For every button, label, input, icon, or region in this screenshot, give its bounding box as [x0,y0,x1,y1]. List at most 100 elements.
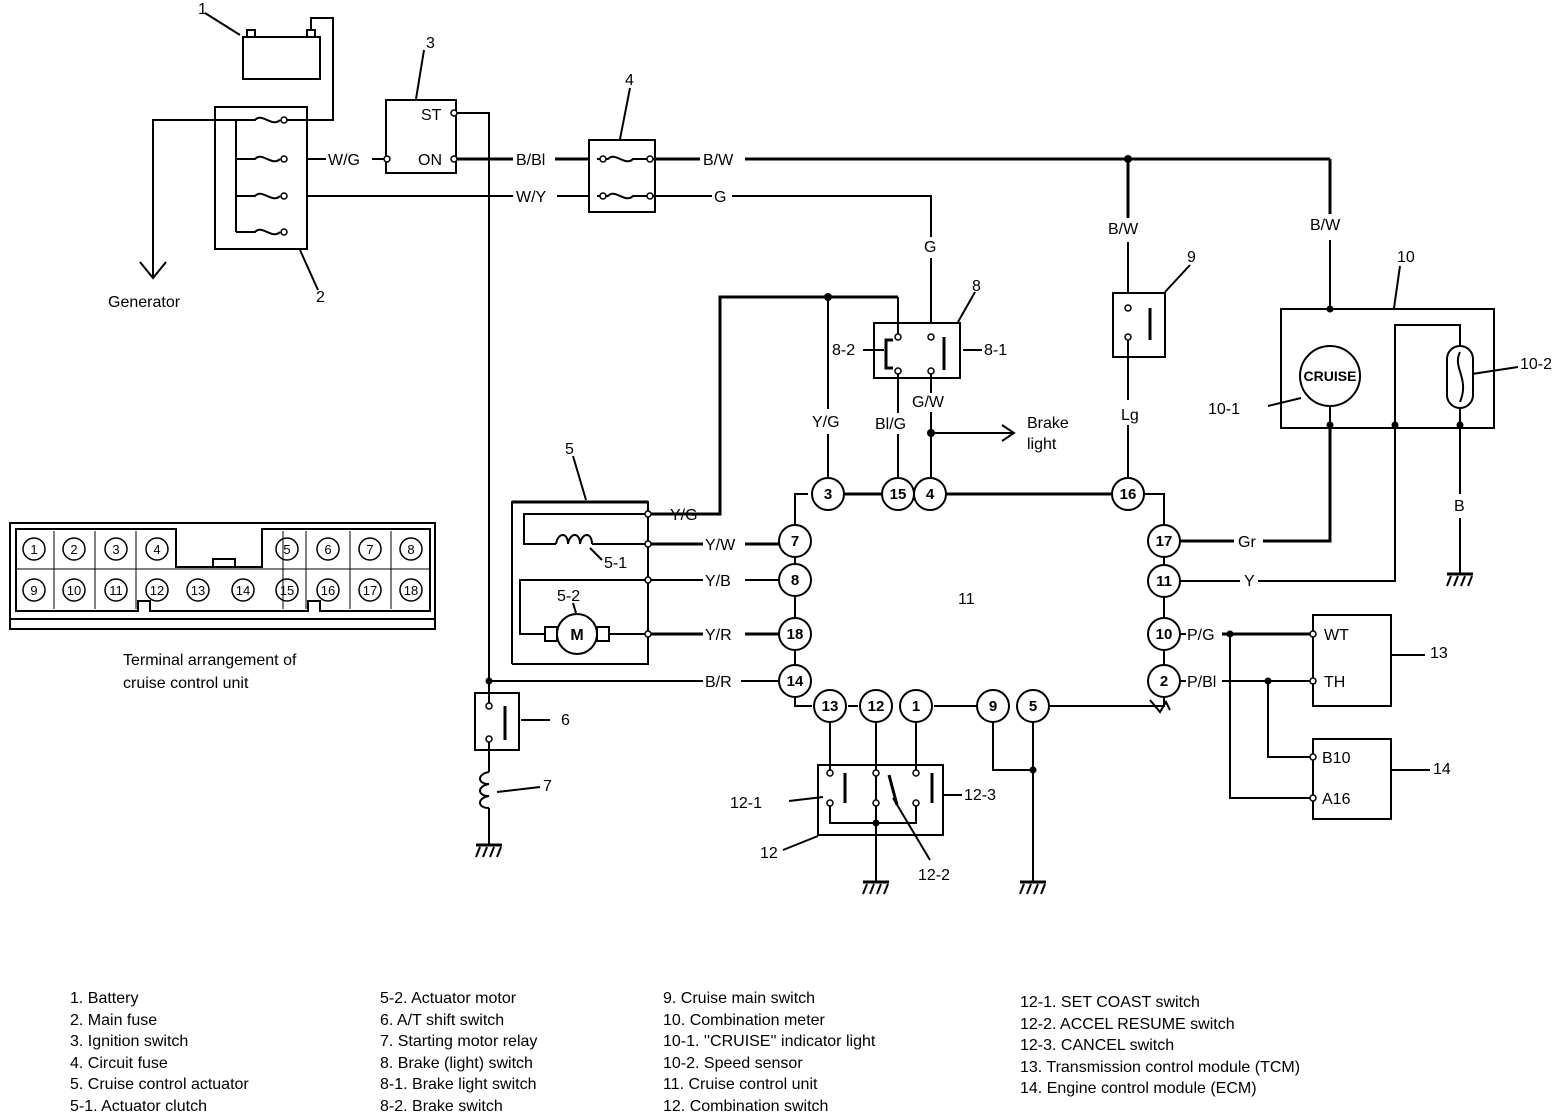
pin-13: 13 [813,689,847,723]
terminal-number: 11 [109,583,123,598]
svg-text:7: 7 [791,533,799,550]
wire-label-lg: Lg [1121,407,1139,424]
tcm-box [1312,614,1392,707]
legend-item: 4. Circuit fuse [70,1054,168,1072]
terminal-cell [62,537,86,561]
legend-item: 1. Battery [70,990,139,1007]
legend-item: 12-1. SET COAST switch [1020,994,1200,1011]
callout-9: 9 [1187,249,1196,266]
legend-item: 5. Cruise control actuator [70,1076,249,1093]
ecm-b10-label: B10 [1322,750,1351,767]
wire-label-yb: Y/B [705,573,731,590]
pin-8: 8 [778,563,812,597]
callout-12-2: 12-2 [918,867,950,884]
svg-text:17: 17 [1156,533,1173,550]
wire-label-b: B [1454,498,1465,515]
brake-light-label-1: Brake [1027,415,1069,432]
callout-6: 6 [561,712,570,729]
terminal-number: 4 [153,542,160,557]
svg-text:9: 9 [989,698,997,715]
svg-text:18: 18 [787,626,804,643]
legend-item: 8-2. Brake switch [380,1097,503,1115]
terminal-number: 7 [366,542,373,557]
actuator-motor-m: M [570,627,583,644]
svg-text:3: 3 [824,486,832,503]
callout-5-1: 5-1 [604,555,627,572]
wire-label-bbl: B/Bl [516,152,545,169]
terminal-cell [62,578,86,602]
main-fuse [214,106,308,250]
callout-4: 4 [625,72,634,89]
callout-10-2: 10-2 [1520,356,1552,373]
at-shift-switch [474,692,520,751]
callout-8-2: 8-2 [832,342,855,359]
terminal-number: 9 [30,583,37,598]
brake-light-label-2: light [1027,436,1057,453]
legend-item: 10-2. Speed sensor [663,1054,803,1072]
pin-2: 2 [1147,664,1181,698]
wire-label-gw: G/W [912,394,945,411]
terminal-number: 10 [67,583,81,598]
combination-meter: CRUISE [1280,305,1495,429]
terminal-number: 16 [321,583,335,598]
pin-14: 14 [778,664,812,698]
legend-item: 8-1. Brake light switch [380,1076,537,1093]
callout-10: 10 [1397,249,1415,266]
callout-2: 2 [316,289,325,306]
legend-item: 11. Cruise control unit [663,1076,818,1093]
pin-5: 5 [1016,689,1050,723]
pin-18: 18 [778,617,812,651]
wire-label-yw: Y/W [705,537,736,554]
legend-item: 7. Starting motor relay [380,1033,538,1050]
terminal-number: 5 [283,542,290,557]
terminal-cell [22,537,46,561]
pin-15: 15 [881,477,915,511]
cruise-main-switch [1112,292,1166,358]
pin-4: 4 [913,477,947,511]
svg-text:5: 5 [1029,698,1037,715]
callout-12: 12 [760,845,778,862]
wire-label-g: G [714,189,726,206]
terminal-number: 13 [191,583,205,598]
terminal-number: 2 [70,542,77,557]
ignition-switch [385,99,457,174]
legend-item: 5-2. Actuator motor [380,990,517,1007]
pin-3: 3 [811,477,845,511]
terminal-cell [316,537,340,561]
cruise-control-unit-label: 11 [958,591,975,608]
wire-label-pg: P/G [1187,627,1215,644]
legend-column-1: 1. Battery 2. Main fuse 3. Ignition swit… [70,988,249,1117]
wire-label-yg: Y/G [812,414,840,431]
legend-item: 10-1. ''CRUISE'' indicator light [663,1033,876,1050]
terminal-cell [399,578,423,602]
starting-motor-relay [475,742,502,858]
svg-text:13: 13 [822,698,839,715]
legend-item: 12-3. CANCEL switch [1020,1037,1175,1054]
legend-item: 6. A/T shift switch [380,1011,505,1029]
battery [215,17,334,121]
terminal-cell [104,578,128,602]
ecm-box [1312,738,1392,820]
wire-label-br: B/R [705,674,732,691]
legend-item: 5-1. Actuator clutch [70,1097,207,1115]
pin-16: 16 [1111,477,1145,511]
circuit-fuse [588,139,656,213]
callout-5-2: 5-2 [557,588,580,605]
terminal-number: 3 [112,542,119,557]
wire-label-bw3: B/W [1310,217,1341,234]
svg-text:1: 1 [912,698,920,715]
terminal-cell [186,578,210,602]
ignition-st-label: ST [421,107,442,124]
terminal-number: 17 [363,583,377,598]
legend-item: 12-2. ACCEL RESUME switch [1020,1015,1235,1033]
terminal-cell [145,537,169,561]
generator-label: Generator [108,294,181,311]
callout-8-1: 8-1 [984,342,1007,359]
terminal-number: 18 [404,583,418,598]
tcm-th-label: TH [1324,674,1345,691]
terminal-cell [275,537,299,561]
terminal-number: 14 [236,583,250,598]
legend-item: 3. Ignition switch [70,1033,189,1050]
wire-label-wg: W/G [328,152,360,169]
